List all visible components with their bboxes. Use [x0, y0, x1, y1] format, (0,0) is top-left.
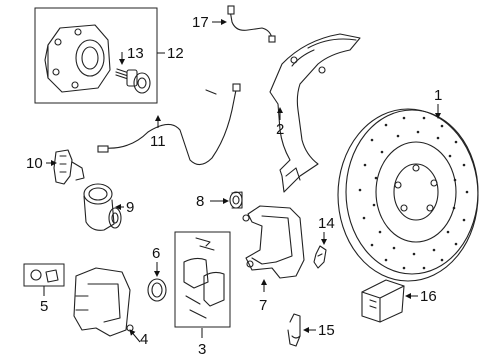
callout-15: 15: [318, 322, 335, 339]
hub-assembly-group: [34, 7, 158, 104]
callout-14: 14: [318, 215, 335, 232]
hardware-kit-box: [23, 263, 65, 287]
callout-10: 10: [26, 155, 43, 172]
brake-pads-box: [174, 231, 231, 328]
hub-bearing: [44, 24, 111, 93]
brake-caliper: [73, 267, 134, 337]
callout-16: 16: [420, 288, 437, 305]
brake-pads-group: [174, 231, 231, 328]
brake-pad-outer: [203, 271, 225, 307]
wheel-stud: [115, 68, 151, 94]
callout-5: 5: [40, 298, 48, 315]
pad-clip: [313, 245, 327, 269]
retaining-spring: [287, 313, 301, 347]
rotor-drill-holes: [358, 116, 469, 270]
caliper-carrier: [242, 205, 305, 279]
callout-9: 9: [126, 199, 134, 216]
callout-11: 11: [150, 133, 166, 150]
brake-rotor: [337, 108, 479, 282]
callout-1: 1: [434, 87, 442, 104]
callout-4: 4: [140, 331, 148, 348]
caliper-bolt: [229, 191, 243, 209]
caliper-actuator: [83, 183, 122, 231]
hardware-kit-group: [23, 263, 65, 287]
sensor-bracket: [53, 149, 85, 185]
callout-8: 8: [196, 193, 204, 210]
brake-wear-sensor-wire-upper: [227, 5, 276, 43]
piston-seal: [147, 278, 167, 302]
callout-17: 17: [192, 14, 209, 31]
callout-2: 2: [276, 121, 284, 138]
brake-wear-sensor-wire: [97, 83, 241, 166]
callout-12: 12: [167, 45, 184, 62]
hub-assembly-box: [34, 7, 158, 104]
brake-control-module: [361, 279, 405, 323]
callout-6: 6: [152, 245, 160, 262]
brake-pad-inner: [183, 257, 209, 289]
callout-13: 13: [127, 45, 144, 62]
brake-dust-shield: [269, 33, 361, 193]
callout-7: 7: [259, 297, 267, 314]
callout-3: 3: [198, 341, 206, 358]
